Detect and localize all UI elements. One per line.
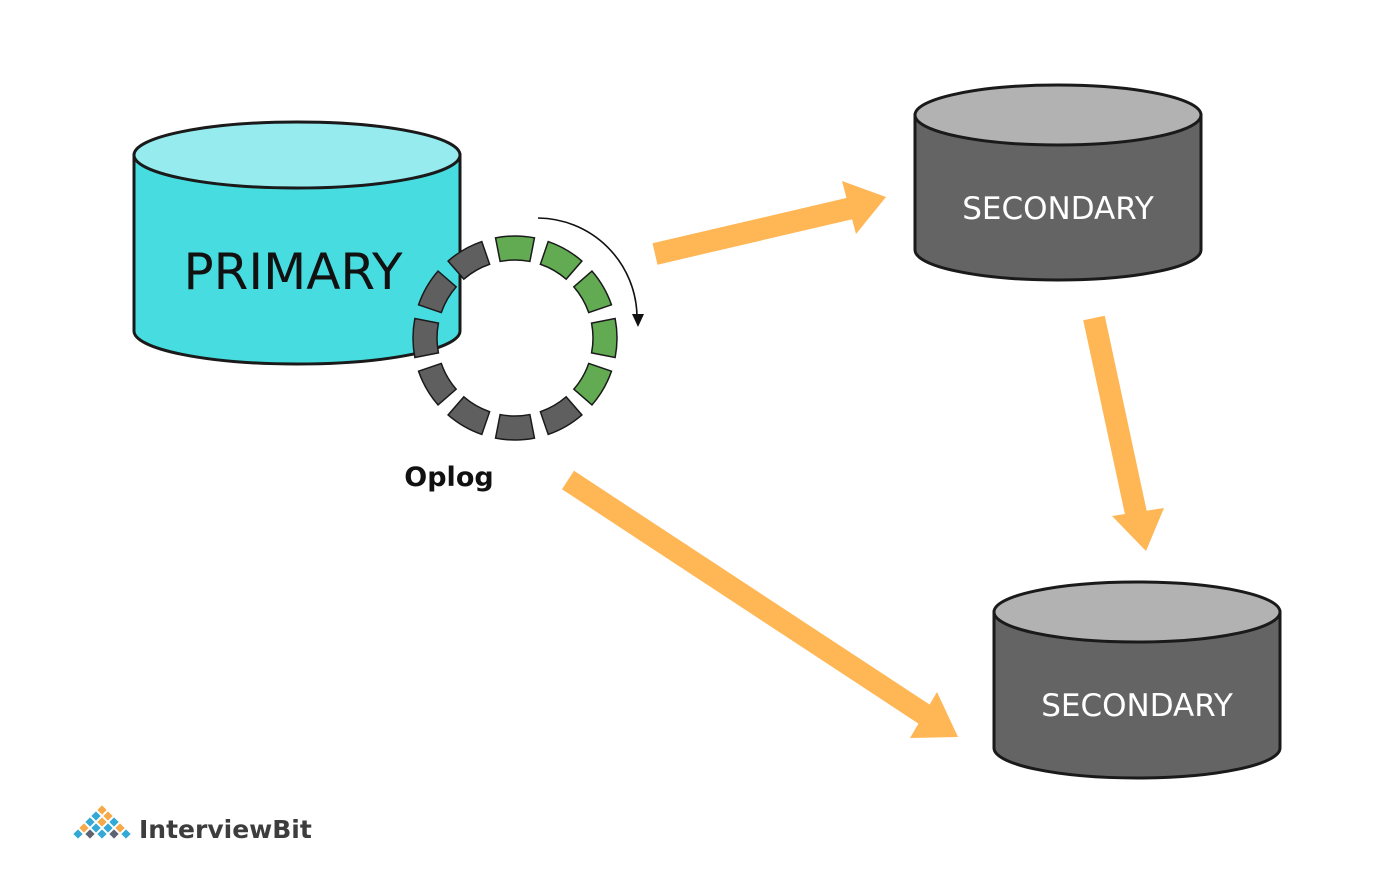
primary-label: PRIMARY bbox=[183, 243, 403, 301]
diamond-grid-logo-icon bbox=[72, 804, 132, 840]
logo-tile bbox=[90, 822, 102, 834]
oplog-segment-filled bbox=[539, 240, 583, 281]
oplog-segment-empty bbox=[447, 240, 491, 281]
logo-tile bbox=[102, 810, 114, 822]
oplog-segment-empty bbox=[447, 395, 491, 436]
logo-tile bbox=[96, 816, 108, 828]
logo-tile bbox=[96, 828, 108, 840]
oplog-segment-filled bbox=[572, 362, 613, 406]
rotation-arrow-icon bbox=[537, 217, 638, 317]
logo-tile bbox=[90, 810, 102, 822]
logo-tile bbox=[84, 828, 96, 840]
rotation-arrowhead-icon bbox=[632, 314, 644, 327]
arrow-secondary-1-to-secondary-2 bbox=[1083, 315, 1164, 551]
oplog-ring: Oplog bbox=[404, 217, 644, 493]
arrow-primary-to-secondary-2 bbox=[561, 470, 958, 738]
secondary-database-2: SECONDARY bbox=[992, 580, 1282, 780]
oplog-segment-filled bbox=[494, 235, 536, 263]
logo-tile bbox=[120, 828, 132, 840]
oplog-label: Oplog bbox=[404, 462, 493, 493]
brand-name: InterviewBit bbox=[139, 815, 312, 844]
oplog-segments bbox=[412, 235, 618, 441]
secondary-2-label: SECONDARY bbox=[1041, 688, 1233, 724]
logo-tile bbox=[102, 822, 114, 834]
primary-database: PRIMARY bbox=[132, 120, 462, 366]
logo-tile bbox=[108, 816, 120, 828]
oplog-segment-empty bbox=[417, 270, 458, 314]
logo-tile bbox=[108, 828, 120, 840]
logo-tile bbox=[72, 828, 84, 840]
oplog-segment-empty bbox=[494, 413, 536, 441]
logo-tile bbox=[78, 822, 90, 834]
logo-tile bbox=[84, 816, 96, 828]
interviewbit-logo: InterviewBit bbox=[72, 804, 312, 844]
logo-tile bbox=[96, 804, 108, 816]
arrow-primary-to-secondary-1 bbox=[652, 181, 886, 265]
oplog-segment-filled bbox=[572, 270, 613, 314]
oplog-segment-empty bbox=[412, 317, 440, 359]
oplog-segment-empty bbox=[539, 395, 583, 436]
logo-tile bbox=[114, 822, 126, 834]
oplog-segment-filled bbox=[590, 317, 618, 359]
oplog-segment-empty bbox=[417, 362, 458, 406]
secondary-database-1: SECONDARY bbox=[913, 83, 1203, 282]
secondary-1-label: SECONDARY bbox=[962, 191, 1154, 227]
